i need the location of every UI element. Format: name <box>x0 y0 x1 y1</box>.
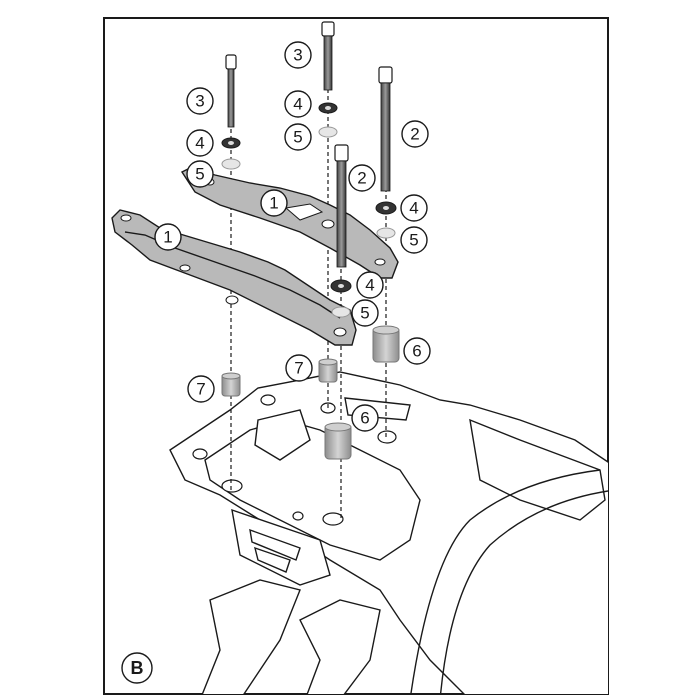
svg-text:4: 4 <box>409 199 418 218</box>
callout-3: 3 <box>186 87 214 115</box>
washer-5 <box>221 126 396 318</box>
rack-hole <box>260 394 276 406</box>
rack-hole <box>192 448 208 460</box>
callout-4: 4 <box>400 194 428 222</box>
callout-5: 5 <box>186 160 214 188</box>
callout-2: 2 <box>348 164 376 192</box>
rack-hole <box>221 479 243 493</box>
callout-5: 5 <box>400 226 428 254</box>
svg-text:2: 2 <box>357 169 366 188</box>
callout-3: 3 <box>284 41 312 69</box>
svg-text:7: 7 <box>294 359 303 378</box>
callout-4: 4 <box>284 90 312 118</box>
svg-text:7: 7 <box>196 380 205 399</box>
rack-hole <box>377 430 397 444</box>
callout-4: 4 <box>186 129 214 157</box>
svg-text:B: B <box>131 658 144 678</box>
callout-7: 7 <box>285 354 313 382</box>
callout-6: 6 <box>403 337 431 365</box>
svg-text:5: 5 <box>195 165 204 184</box>
svg-text:5: 5 <box>293 128 302 147</box>
callout-2: 2 <box>401 120 429 148</box>
rack-hole <box>322 512 344 526</box>
svg-text:1: 1 <box>163 228 172 247</box>
callout-5: 5 <box>284 123 312 151</box>
callout-7: 7 <box>187 375 215 403</box>
bolt-short-center <box>321 21 335 91</box>
rack-hole <box>292 511 304 521</box>
svg-text:2: 2 <box>410 125 419 144</box>
svg-text:3: 3 <box>195 92 204 111</box>
svg-text:5: 5 <box>360 304 369 323</box>
callout-4: 4 <box>356 271 384 299</box>
bolt-long-center <box>334 144 349 268</box>
svg-text:4: 4 <box>195 134 204 153</box>
svg-text:4: 4 <box>365 276 374 295</box>
svg-text:6: 6 <box>412 342 421 361</box>
callout-1: 1 <box>260 189 288 217</box>
svg-text:6: 6 <box>360 409 369 428</box>
svg-text:3: 3 <box>293 46 302 65</box>
svg-text:5: 5 <box>409 231 418 250</box>
spacer-7 <box>221 358 338 397</box>
panel-label: B <box>121 652 153 684</box>
svg-text:1: 1 <box>269 194 278 213</box>
callout-6: 6 <box>351 404 379 432</box>
callout-1: 1 <box>154 223 182 251</box>
bolt-long-right <box>378 66 393 192</box>
washer-4 <box>221 102 397 293</box>
spacer-6 <box>324 325 400 460</box>
callout-5: 5 <box>351 299 379 327</box>
bolt-short-left <box>225 54 237 128</box>
svg-text:4: 4 <box>293 95 302 114</box>
